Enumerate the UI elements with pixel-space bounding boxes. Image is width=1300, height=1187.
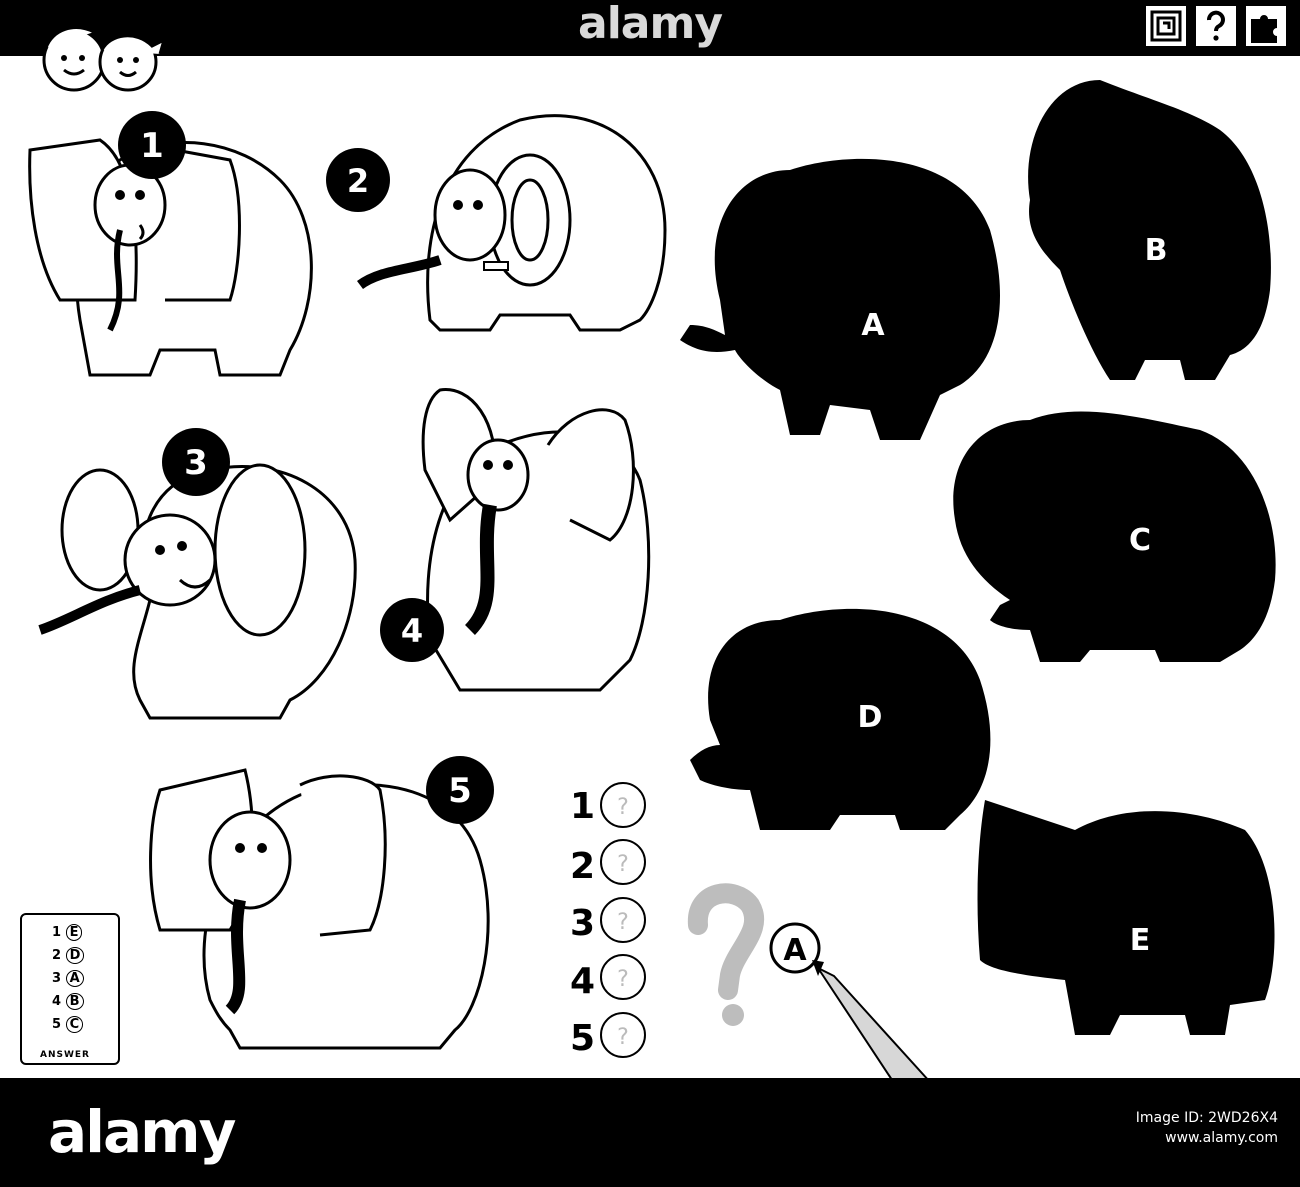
site-url: www.alamy.com [1165, 1130, 1278, 1146]
elephant-picture-1 [28, 138, 313, 377]
answer-key-row-5: 5 C [52, 1016, 84, 1033]
puzzle-type-icons [1146, 6, 1286, 46]
answer-circle-1[interactable] [600, 782, 646, 828]
answer-key-row-3: 3 A [52, 970, 84, 987]
answer-key-letter-2: D [65, 947, 85, 964]
answer-row-number-5: 5 [570, 1018, 595, 1059]
answer-row-number-4: 4 [570, 961, 595, 1002]
elephant-picture-5 [149, 768, 490, 1050]
shadow-letter-b: B [1145, 233, 1168, 268]
answer-circle-5[interactable] [600, 1012, 646, 1058]
stock-meta: Image ID: 2WD26X4 www.alamy.com [1136, 1108, 1278, 1148]
answer-placeholder-4: ? [617, 967, 629, 992]
number-badge-1 [118, 111, 186, 179]
answer-circle-3[interactable] [600, 897, 646, 943]
number-badge-5 [426, 756, 494, 824]
top-banner: alamy [0, 0, 1300, 92]
answer-key-panel: 1 E 2 D 3 A 4 B 5 C [20, 913, 120, 1065]
question-mark-icon [687, 883, 765, 1026]
answer-key-letter-3: A [65, 970, 84, 987]
shadow-silhouette-d [690, 608, 991, 830]
answer-entry-rows: 1 ? 2 ? 3 ? 4 ? 5 ? [570, 782, 646, 1059]
number-badge-3 [162, 428, 230, 496]
bottom-banner: alamy Image ID: 2WD26X4 www.alamy.com [0, 1078, 1300, 1187]
answer-key-row-2: 2 D [52, 947, 85, 964]
shadow-letter-e: E [1130, 923, 1151, 958]
image-id-label: Image ID: 2WD26X4 [1135, 1110, 1278, 1126]
answer-key-letter-5: C [65, 1016, 84, 1033]
answer-row-number-1: 1 [570, 786, 595, 827]
number-label-1: 1 [140, 126, 164, 166]
shadow-letter-a: A [861, 308, 885, 343]
shadow-silhouette-b [1028, 80, 1271, 380]
elephant-picture-3 [38, 463, 357, 720]
answer-row-number-3: 3 [570, 903, 595, 944]
answer-key-row-1: 1 E [52, 924, 83, 941]
answer-key-letter-4: B [65, 993, 84, 1010]
example-answer-circle [769, 922, 821, 974]
watermark-brand-top: alamy [578, 0, 723, 49]
shadow-silhouette-e [977, 800, 1275, 1035]
number-label-3: 3 [184, 443, 208, 483]
question-icon [1196, 6, 1236, 46]
shadow-letter-c: C [1129, 523, 1151, 558]
answer-key-caption: ANSWER [40, 1050, 90, 1060]
number-badge-4 [380, 598, 444, 662]
number-label-2: 2 [347, 162, 369, 200]
kids-logo [42, 26, 167, 92]
pencil-icon [812, 960, 932, 1094]
puzzle-icon [1246, 6, 1286, 46]
example-answer-letter: A [783, 933, 807, 968]
answer-placeholder-3: ? [617, 910, 629, 935]
shadow-letter-d: D [858, 700, 883, 735]
answer-placeholder-1: ? [617, 795, 629, 820]
number-label-4: 4 [401, 612, 423, 650]
answer-row-number-2: 2 [570, 846, 595, 887]
number-badge-2 [326, 148, 390, 212]
shadow-silhouette-c [953, 411, 1276, 662]
answer-circle-4[interactable] [600, 954, 646, 1000]
elephant-picture-4 [421, 388, 651, 692]
footer-brand: alamy [48, 1098, 236, 1166]
elephant-picture-2 [357, 114, 667, 332]
answer-placeholder-2: ? [617, 852, 629, 877]
answer-circle-2[interactable] [600, 839, 646, 885]
answer-key-row-4: 4 B [52, 993, 84, 1010]
number-label-5: 5 [448, 771, 472, 811]
answer-placeholder-5: ? [617, 1025, 629, 1050]
answer-key-letter-1: E [65, 924, 83, 941]
shadow-silhouette-a [680, 158, 1000, 440]
maze-icon [1146, 6, 1186, 46]
